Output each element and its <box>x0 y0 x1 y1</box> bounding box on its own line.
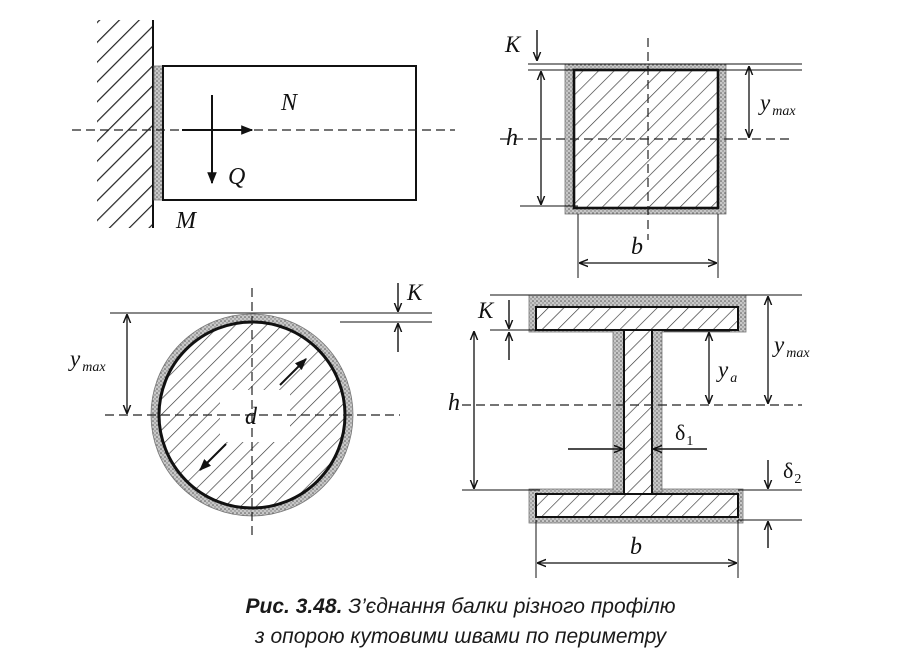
caption-line-1: Рис. 3.48. З’єднання балки різного профі… <box>0 593 921 621</box>
label-h: h <box>506 125 518 151</box>
label-d: d <box>245 404 258 430</box>
arrow-d-upper <box>279 358 307 386</box>
label-delta2: δ2 <box>783 458 801 487</box>
label-N: N <box>280 90 299 116</box>
beam-side-view: N Q M <box>72 20 455 234</box>
arrow-d-lower <box>199 443 227 471</box>
label-K: K <box>477 298 495 323</box>
label-b: b <box>631 234 643 260</box>
label-delta1: δ1 <box>675 420 693 449</box>
figure-ref: Рис. 3.48. <box>245 595 343 618</box>
support-wall <box>97 20 153 228</box>
label-Q: Q <box>228 164 245 190</box>
caption-line-2: з опорою кутовими швами по периметру <box>0 623 921 651</box>
caption-text-2: з опорою кутовими швами по периметру <box>254 625 667 648</box>
label-b: b <box>630 534 642 560</box>
label-h: h <box>448 390 460 416</box>
caption-text-1: З’єднання балки різного профілю <box>348 595 676 618</box>
label-M: M <box>175 208 198 234</box>
label-K: K <box>406 280 424 305</box>
weld-seam <box>153 65 164 201</box>
beam-body <box>162 65 417 201</box>
label-K: K <box>504 32 522 57</box>
